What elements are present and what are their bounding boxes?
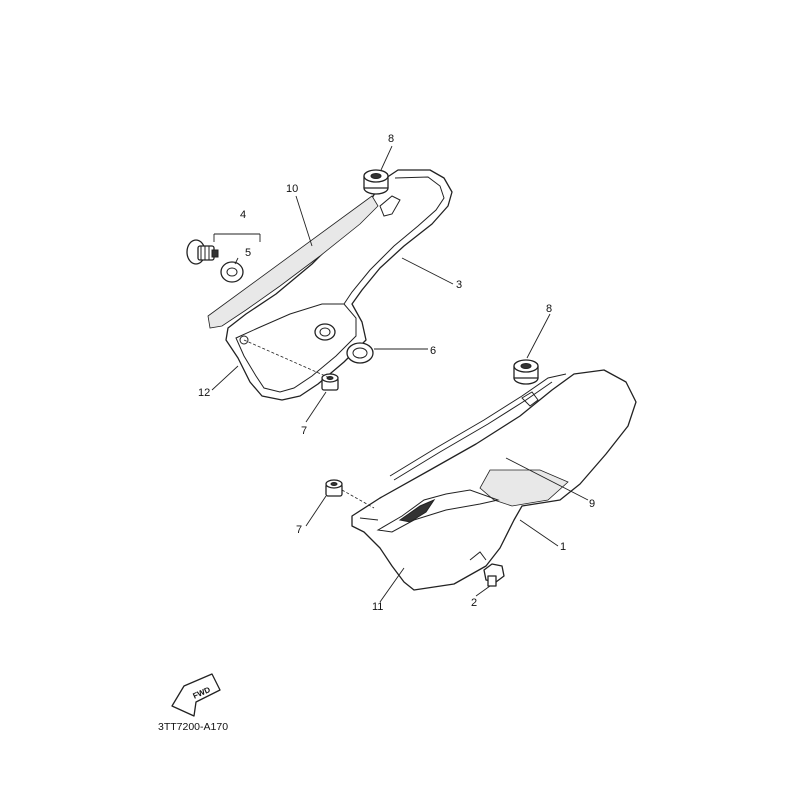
callout-2: 2 [471, 597, 477, 609]
bolt-2[interactable] [483, 563, 505, 587]
callout-6: 6 [430, 345, 436, 357]
damper-6[interactable] [314, 323, 374, 364]
collar-5[interactable] [220, 261, 244, 283]
callout-8-upper: 8 [388, 133, 394, 145]
callout-3: 3 [456, 279, 462, 291]
callout-11: 11 [372, 601, 383, 613]
grommet-8-upper[interactable] [363, 169, 389, 195]
grommet-7-lower[interactable] [325, 479, 343, 497]
callout-12: 12 [198, 387, 210, 399]
callout-10: 10 [286, 183, 298, 195]
diagram-code: 3TT7200-A170 [158, 721, 228, 733]
side-cover-upper[interactable] [225, 169, 453, 401]
leader-lines [211, 145, 589, 603]
grommet-8-lower[interactable] [513, 359, 539, 385]
callout-4: 4 [240, 209, 246, 221]
side-cover-lower[interactable] [351, 369, 637, 591]
callout-1: 1 [560, 541, 566, 553]
decal-strip-10[interactable] [207, 195, 379, 329]
callout-9: 9 [589, 498, 595, 510]
callout-8-lower: 8 [546, 303, 552, 315]
grommet-7-upper[interactable] [321, 373, 339, 391]
callout-5: 5 [245, 247, 251, 259]
screw-assembly-4[interactable] [186, 239, 219, 265]
callout-7-lower: 7 [296, 524, 302, 536]
fwd-arrow-icon: FWD [171, 673, 221, 717]
callout-7-upper: 7 [301, 425, 307, 437]
